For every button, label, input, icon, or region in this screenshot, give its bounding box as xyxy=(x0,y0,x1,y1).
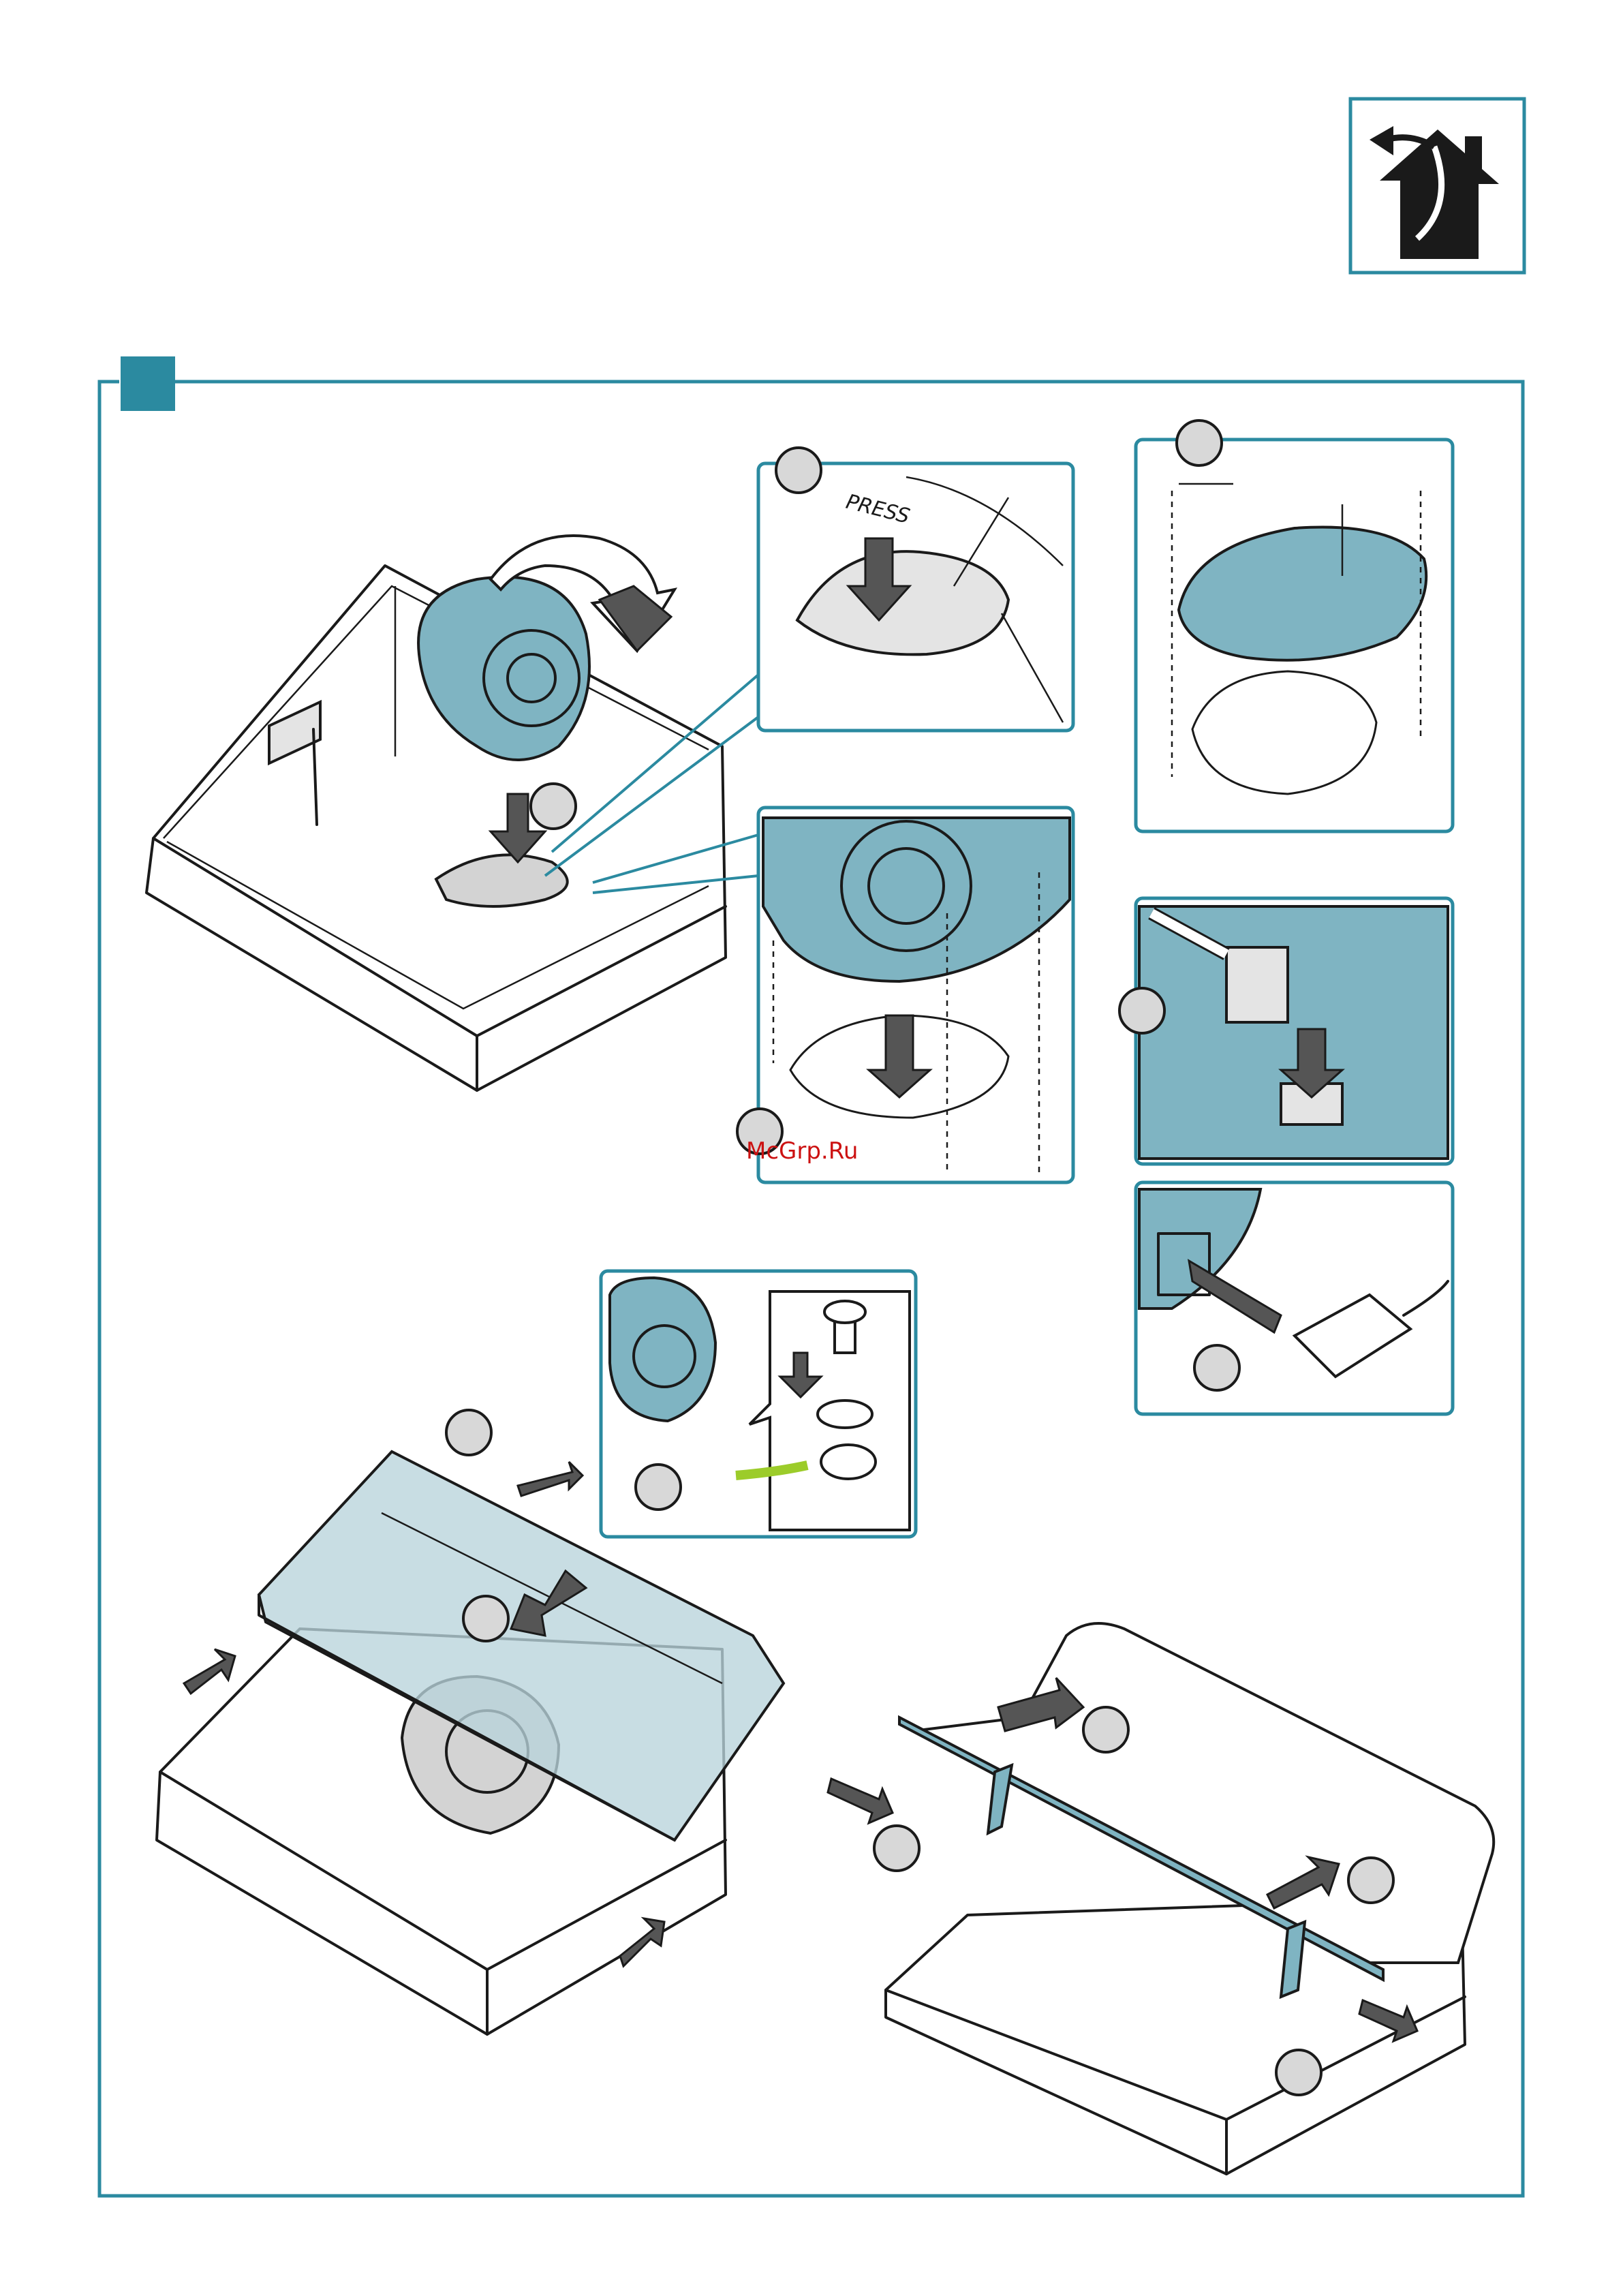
detail-flap-plate xyxy=(1136,420,1453,831)
detail-blower-screws xyxy=(737,808,1073,1182)
house-with-rotate-arrow-icon xyxy=(1350,99,1524,273)
detail-press-flap: PRESS xyxy=(758,448,1073,731)
hood-with-blower-illustration xyxy=(146,536,726,1090)
detail-earth-wire xyxy=(601,1271,916,1537)
teal-square-marker-icon xyxy=(121,356,175,411)
watermark: McGrp.Ru xyxy=(746,1137,858,1165)
detail-connector xyxy=(1119,898,1453,1164)
detail-power-plug xyxy=(1136,1182,1453,1414)
hood-finished-illustration xyxy=(828,1623,1494,2174)
